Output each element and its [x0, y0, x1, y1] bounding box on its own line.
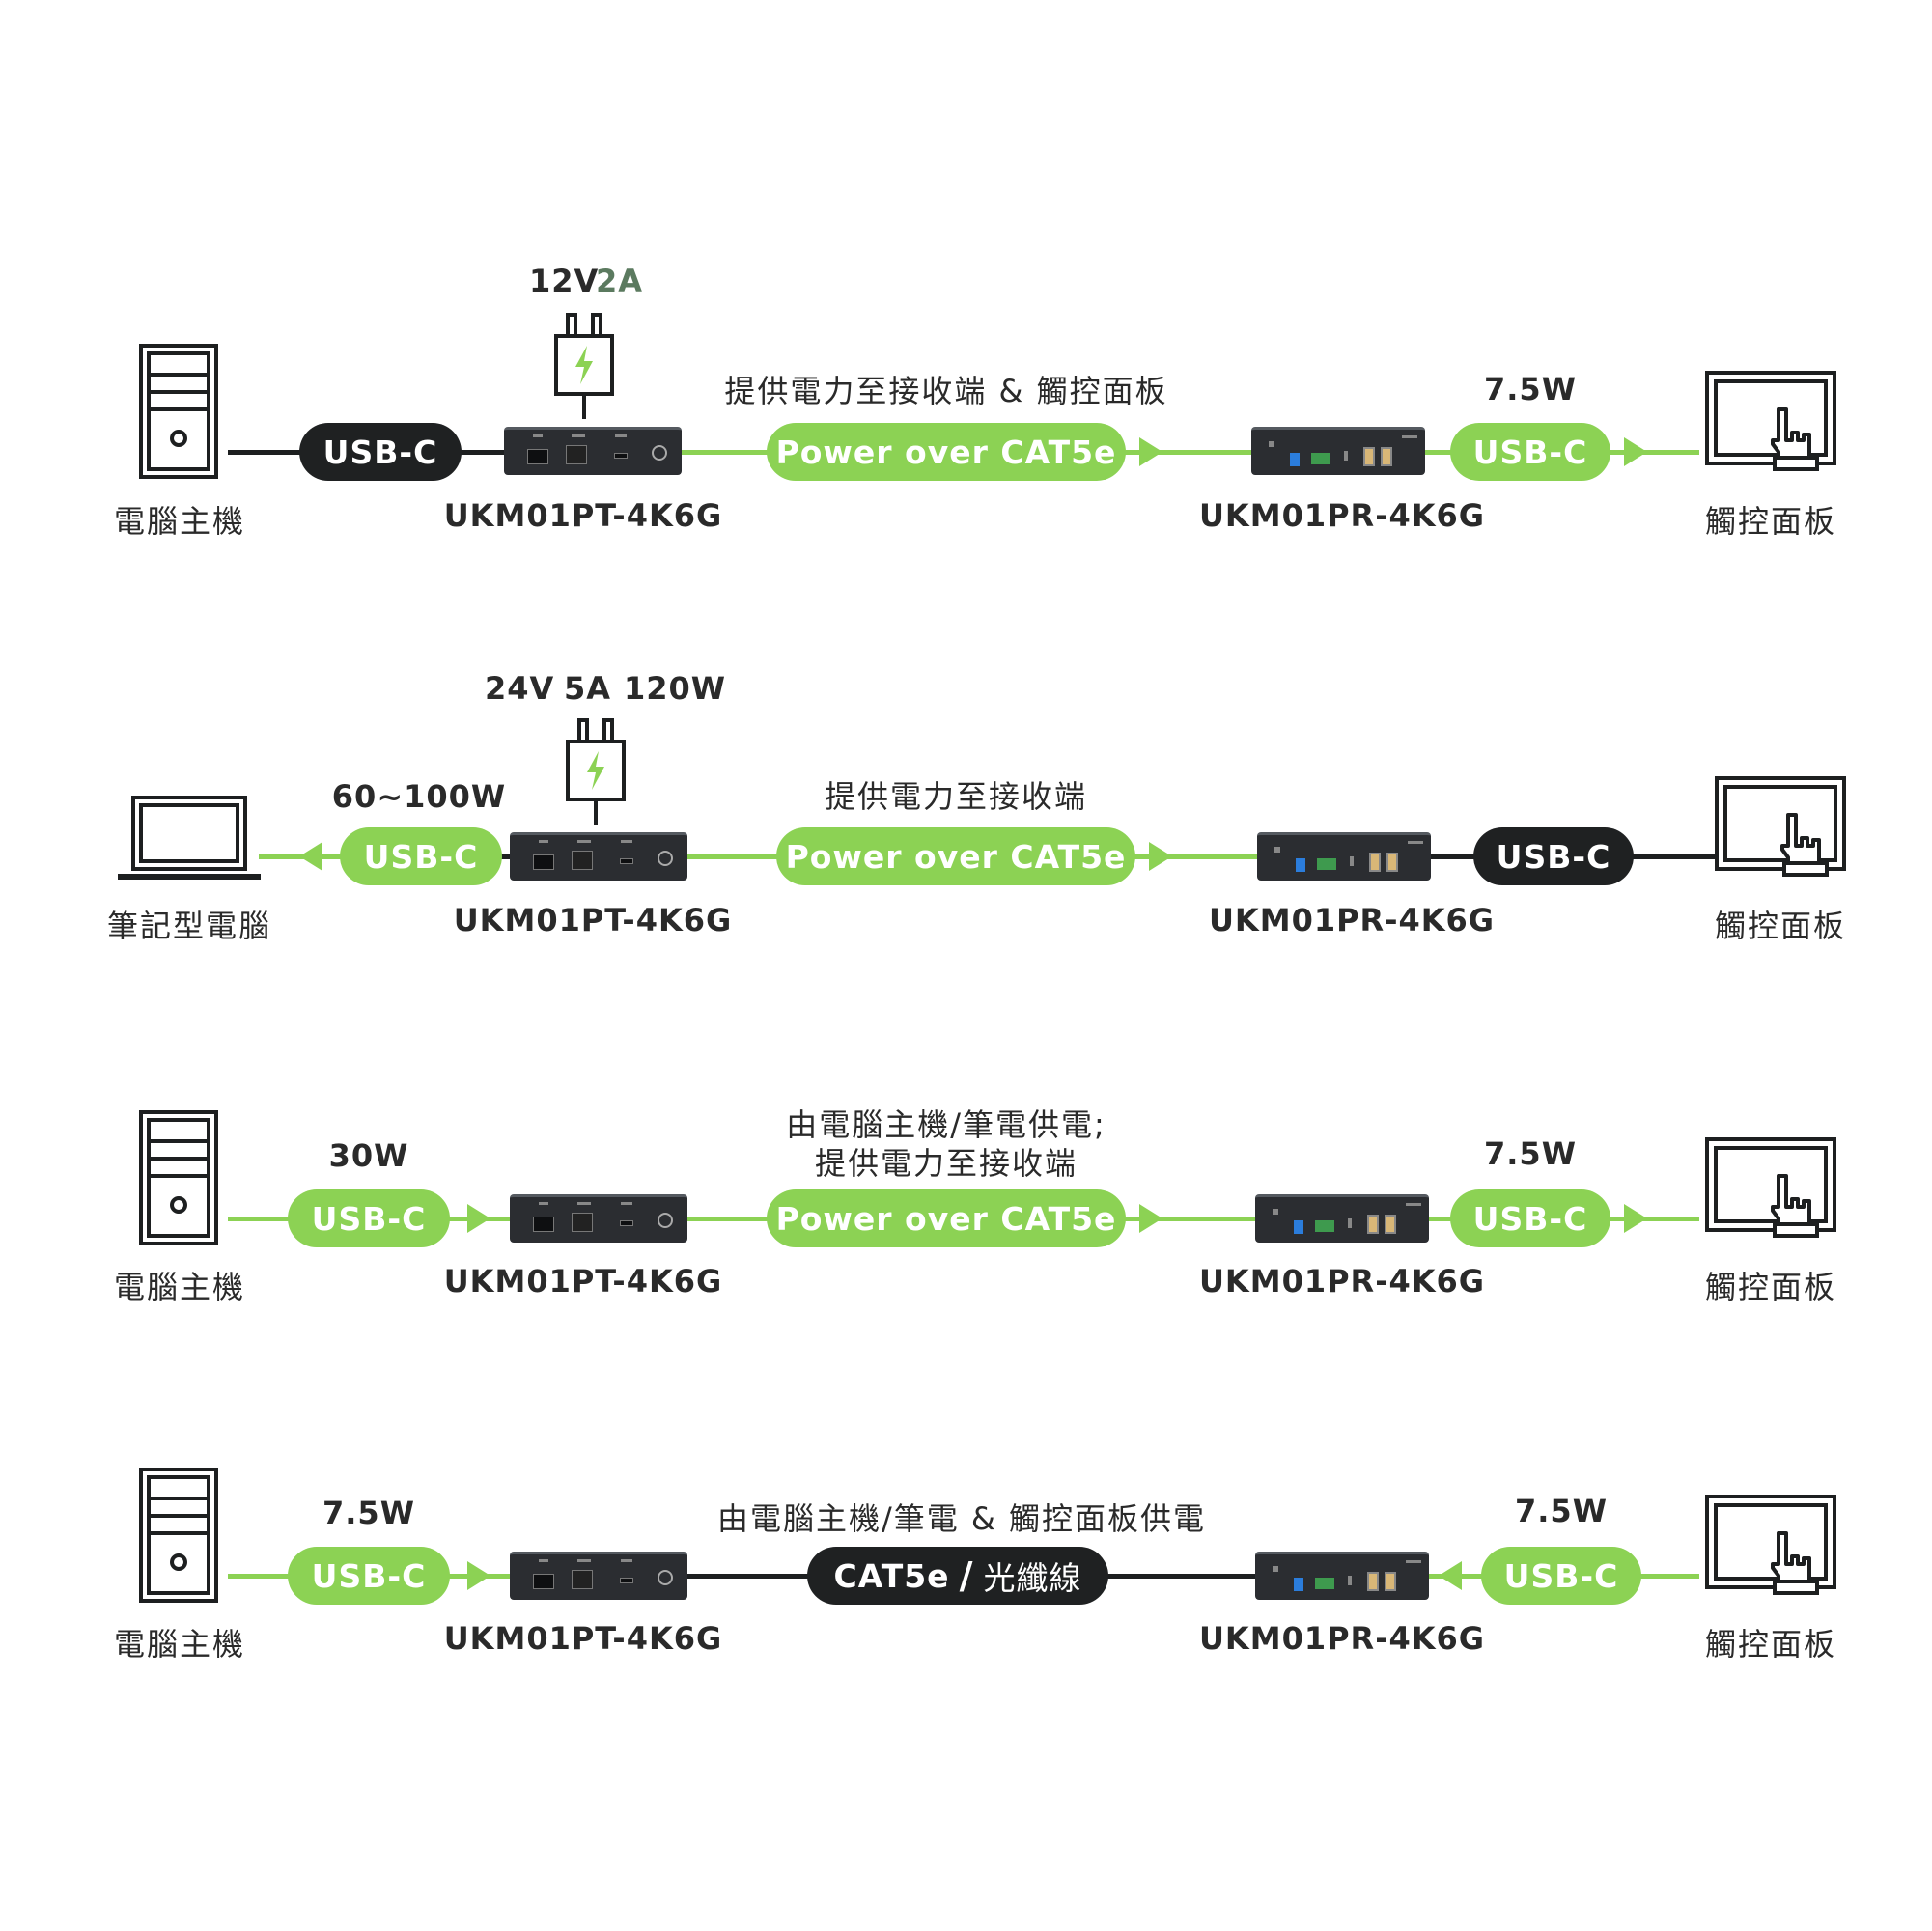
desktop-tower-icon: [139, 1468, 218, 1603]
left-cable-pill: USB-C: [288, 1189, 450, 1247]
sink-label: 觸控面板: [1704, 503, 1837, 540]
power-adapter-icon: [566, 718, 626, 825]
tx-label: UKM01PT-4K6G: [453, 902, 733, 938]
arrow-right-icon: [467, 1204, 490, 1233]
source-label: 電腦主機: [113, 1269, 246, 1305]
receiver-device: [1251, 427, 1425, 475]
row-2: 筆記型電腦 60~100W USB-C 24V 5A 120W UKM01PT-…: [106, 670, 1847, 944]
left-power: 7.5W: [322, 1495, 415, 1531]
middle-pill: Power over CAT5e: [767, 1189, 1126, 1247]
arrow-right-icon: [1624, 437, 1647, 466]
power-amperage: 2A: [596, 263, 644, 299]
power-voltage: 24V: [485, 670, 555, 707]
description: 提供電力至接收端 & 觸控面板: [724, 373, 1168, 409]
sink-label: 觸控面板: [1704, 1626, 1837, 1663]
source-label: 電腦主機: [113, 503, 246, 540]
touch-panel-icon: [1705, 371, 1836, 471]
tx-label: UKM01PT-4K6G: [443, 1620, 723, 1657]
arrow-left-icon: [299, 842, 322, 871]
power-amperage: 5A: [564, 670, 612, 707]
arrow-right-icon: [1149, 842, 1172, 871]
description: 由電腦主機/筆電 & 觸控面板供電: [716, 1500, 1207, 1537]
right-power: 7.5W: [1484, 1135, 1577, 1172]
middle-separator: /: [959, 1554, 974, 1597]
transmitter-device: [510, 1552, 687, 1600]
description-line-2: 提供電力至接收端: [814, 1145, 1078, 1182]
middle-pill: CAT5e / 光纖線: [807, 1547, 1108, 1605]
transmitter-device: [510, 1194, 687, 1243]
middle-pill: Power over CAT5e: [767, 423, 1126, 481]
sink-label: 觸控面板: [1714, 908, 1847, 944]
right-power: 7.5W: [1484, 371, 1577, 407]
laptop-icon: [118, 796, 261, 880]
touch-panel-icon: [1705, 1495, 1836, 1595]
transmitter-device: [504, 427, 682, 475]
source-label: 電腦主機: [113, 1626, 246, 1663]
left-cable-pill: USB-C: [288, 1547, 450, 1605]
source-label: 筆記型電腦: [106, 908, 272, 944]
rx-label: UKM01PR-4K6G: [1208, 902, 1496, 938]
arrow-right-icon: [467, 1561, 490, 1590]
arrow-right-icon: [1139, 437, 1162, 466]
right-cable-pill: USB-C: [1450, 1189, 1610, 1247]
transmitter-device: [510, 832, 687, 881]
tx-label: UKM01PT-4K6G: [443, 497, 723, 534]
arrow-left-icon: [1439, 1561, 1462, 1590]
row-1: 電腦主機 USB-C 12V 2A UKM01PT-4K6G 提供電力至接收端 …: [0, 0, 1932, 579]
left-cable-pill: USB-C: [340, 827, 502, 885]
receiver-device: [1257, 832, 1431, 881]
tx-label: UKM01PT-4K6G: [443, 1263, 723, 1300]
left-cable-pill: USB-C: [299, 423, 462, 481]
arrow-right-icon: [1139, 1204, 1162, 1233]
description: 提供電力至接收端: [824, 778, 1088, 815]
row-3: 電腦主機 30W USB-C UKM01PT-4K6G 由電腦主機/筆電供電; …: [113, 1106, 1837, 1305]
rx-label: UKM01PR-4K6G: [1198, 1263, 1486, 1300]
power-adapter-icon: [554, 313, 614, 419]
right-cable-pill: USB-C: [1473, 827, 1634, 885]
power-wattage: 120W: [624, 670, 727, 707]
middle-cat5e: CAT5e: [833, 1556, 950, 1595]
touch-panel-icon: [1705, 1137, 1836, 1238]
right-power: 7.5W: [1515, 1493, 1608, 1529]
arrow-right-icon: [1624, 1204, 1647, 1233]
power-voltage: 12V: [529, 263, 600, 299]
left-power: 30W: [328, 1137, 409, 1174]
desktop-tower-icon: [139, 344, 218, 479]
receiver-device: [1255, 1194, 1429, 1243]
touch-panel-icon: [1715, 776, 1846, 877]
right-cable-pill: USB-C: [1481, 1547, 1641, 1605]
right-cable-pill: USB-C: [1450, 423, 1610, 481]
middle-pill: Power over CAT5e: [776, 827, 1135, 885]
sink-label: 觸控面板: [1704, 1269, 1837, 1305]
rx-label: UKM01PR-4K6G: [1198, 497, 1486, 534]
description-line-1: 由電腦主機/筆電供電;: [786, 1106, 1106, 1143]
desktop-tower-icon: [139, 1110, 218, 1245]
left-power: 60~100W: [331, 778, 507, 815]
rx-label: UKM01PR-4K6G: [1198, 1620, 1486, 1657]
receiver-device: [1255, 1552, 1429, 1600]
middle-fiber: 光纖線: [983, 1559, 1082, 1597]
row-4: 電腦主機 7.5W USB-C UKM01PT-4K6G 由電腦主機/筆電 & …: [113, 1468, 1837, 1663]
